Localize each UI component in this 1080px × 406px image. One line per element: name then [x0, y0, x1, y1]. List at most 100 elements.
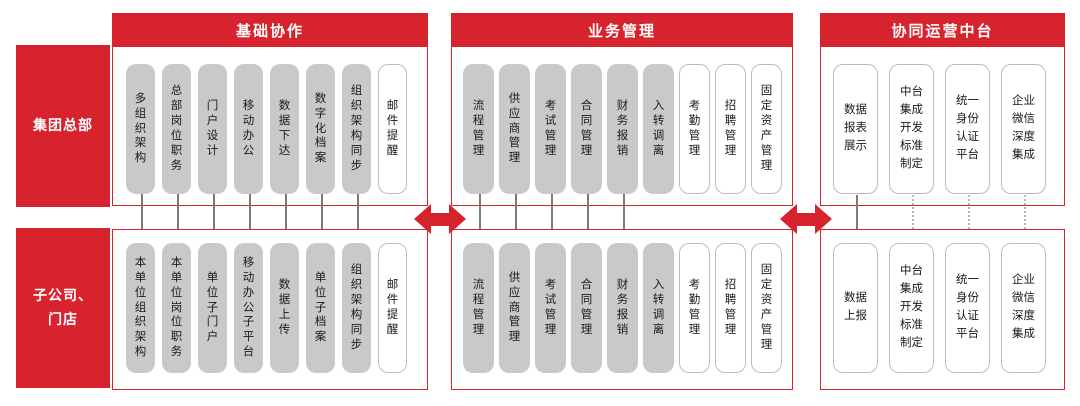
- capability-pill: 财 务 报 销: [607, 243, 638, 373]
- arrow-left-head: [414, 204, 431, 234]
- pill-row: 数据 上报中台 集成 开发 标准 制定统一 身份 认证 平台企业 微信 深度 集…: [821, 230, 1046, 373]
- capability-pill-label: 供 应 商 管 理: [508, 271, 521, 344]
- capability-pill: 门 户 设 计: [198, 64, 227, 244]
- pill-row: 数据 报表 展示 中台 集成 开发 标准 制定 统一 身份 认证 平台 企业 微信 深…: [821, 47, 1064, 245]
- capability-pill: 邮 件 提 醒: [378, 64, 407, 194]
- capability-pill-label: 本 单 位 组 织 架 构: [134, 256, 147, 359]
- capability-pill-label: 招 聘 管 理: [724, 100, 737, 157]
- capability-pill: 数据 上报: [833, 243, 878, 373]
- section-title-business-management: 业务管理: [452, 14, 792, 47]
- capability-pill: 本 单 位 岗 位 职 务: [162, 243, 191, 373]
- section-basic-collaboration-bottom: 本 单 位 组 织 架 构本 单 位 岗 位 职 务单 位 子 门 户移 动 办…: [112, 229, 428, 390]
- arrow-right-head: [449, 204, 466, 234]
- capability-pill-label: 合 同 管 理: [580, 100, 593, 157]
- capability-pill-label: 入 转 调 离: [652, 100, 665, 157]
- connector-line: [176, 194, 179, 244]
- capability-pill: 邮 件 提 醒: [378, 243, 407, 373]
- capability-pill: 数 据 下 达: [270, 64, 299, 244]
- capability-pill-label: 邮 件 提 醒: [386, 279, 399, 336]
- pill-row: 多 组 织 架 构 总 部 岗 位 职 务 门 户 设 计 移 动 办 公 数 据 下 …: [113, 47, 427, 244]
- connector-line: [855, 195, 858, 245]
- capability-pill: 企业 微信 深度 集成: [1001, 64, 1046, 245]
- capability-pill-label: 数据 报表 展示: [844, 104, 867, 152]
- capability-pill: 流 程 管 理: [463, 243, 494, 373]
- capability-pill-label: 统一 身份 认证 平台: [956, 274, 979, 340]
- section-title-collaborative-ops-platform: 协同运营中台: [821, 14, 1064, 47]
- arrow-right-head: [815, 204, 832, 234]
- connector-line: [622, 194, 625, 244]
- capability-pill: 组 织 架 构 同 步: [342, 64, 371, 244]
- arrow-shaft: [431, 212, 449, 226]
- capability-pill-label: 移 动 办 公 子 平 台: [242, 256, 255, 359]
- capability-pill-label: 移 动 办 公: [242, 100, 255, 157]
- capability-pill-label: 本 单 位 岗 位 职 务: [170, 256, 183, 359]
- capability-pill: 入 转 调 离: [643, 64, 674, 194]
- capability-pill-label: 组 织 架 构 同 步: [350, 85, 363, 172]
- connector-line: [967, 195, 970, 245]
- pill-row: 本 单 位 组 织 架 构本 单 位 岗 位 职 务单 位 子 门 户移 动 办…: [113, 230, 407, 373]
- capability-pill: 入 转 调 离: [643, 243, 674, 373]
- connector-line: [478, 194, 481, 244]
- capability-pill: 数 字 化 档 案: [306, 64, 335, 244]
- capability-pill-label: 单 位 子 门 户: [206, 271, 219, 344]
- section-collaborative-ops-platform-top: 协同运营中台 数据 报表 展示 中台 集成 开发 标准 制定 统一 身份 认证 平台…: [820, 13, 1065, 245]
- capability-pill-label: 固 定 资 产 管 理: [760, 85, 773, 172]
- capability-pill: 单 位 子 档 案: [306, 243, 335, 373]
- connector-line: [586, 194, 589, 244]
- pill-row: 流 程 管 理供 应 商 管 理考 试 管 理合 同 管 理财 务 报 销入 转…: [452, 47, 792, 244]
- capability-pill: 考 试 管 理: [535, 243, 566, 373]
- capability-pill-label: 中台 集成 开发 标准 制定: [900, 265, 923, 349]
- capability-pill: 移 动 办 公 子 平 台: [234, 243, 263, 373]
- capability-pill: 数 据 上 传: [270, 243, 299, 373]
- connector-line: [284, 194, 287, 244]
- capability-pill: 固 定 资 产 管 理: [751, 243, 782, 373]
- capability-pill-label: 数据 上报: [844, 292, 867, 322]
- capability-pill: 本 单 位 组 织 架 构: [126, 243, 155, 373]
- capability-pill: 统一 身份 认证 平台: [945, 243, 990, 373]
- capability-pill: 单 位 子 门 户: [198, 243, 227, 373]
- capability-pill: 多 组 织 架 构: [126, 64, 155, 244]
- capability-pill: 固 定 资 产 管 理: [751, 64, 782, 194]
- capability-pill-label: 考 勤 管 理: [688, 100, 701, 157]
- capability-pill-label: 考 试 管 理: [544, 100, 557, 157]
- row-label-subsidiaries-stores: 子公司、 门店: [16, 228, 110, 388]
- section-basic-collaboration-top: 基础协作 多 组 织 架 构 总 部 岗 位 职 务 门 户 设 计 移 动 办 公 数…: [112, 13, 428, 244]
- capability-pill: 供 应 商 管 理: [499, 64, 530, 244]
- capability-pill: 考 勤 管 理: [679, 64, 710, 194]
- capability-pill: 中台 集成 开发 标准 制定: [889, 64, 934, 245]
- connector-line: [1023, 195, 1026, 245]
- connector-line: [140, 194, 143, 244]
- capability-pill: 考 勤 管 理: [679, 243, 710, 373]
- arrow-shaft: [797, 212, 815, 226]
- capability-pill: 招 聘 管 理: [715, 243, 746, 373]
- capability-pill: 总 部 岗 位 职 务: [162, 64, 191, 244]
- capability-pill: 合 同 管 理: [571, 243, 602, 373]
- capability-pill: 移 动 办 公: [234, 64, 263, 244]
- connector-line: [356, 194, 359, 244]
- capability-pill: 组 织 架 构 同 步: [342, 243, 371, 373]
- capability-pill-label: 门 户 设 计: [206, 100, 219, 157]
- capability-pill-label: 考 试 管 理: [544, 279, 557, 336]
- capability-pill-label: 邮 件 提 醒: [386, 100, 399, 157]
- section-business-management-top: 业务管理 流 程 管 理供 应 商 管 理考 试 管 理合 同 管 理财 务 报…: [451, 13, 793, 244]
- connector-line: [911, 195, 914, 245]
- capability-pill-label: 固 定 资 产 管 理: [760, 264, 773, 351]
- capability-pill-label: 组 织 架 构 同 步: [350, 264, 363, 351]
- connector-line: [248, 194, 251, 244]
- capability-pill-label: 总 部 岗 位 职 务: [170, 85, 183, 172]
- bidirectional-arrow-icon: [414, 204, 466, 234]
- capability-pill-label: 企业 微信 深度 集成: [1012, 95, 1035, 161]
- connector-line: [550, 194, 553, 244]
- capability-pill: 供 应 商 管 理: [499, 243, 530, 373]
- connector-line: [212, 194, 215, 244]
- capability-pill-label: 数 据 上 传: [278, 279, 291, 336]
- capability-pill-label: 统一 身份 认证 平台: [956, 95, 979, 161]
- arrow-left-head: [780, 204, 797, 234]
- capability-pill-label: 入 转 调 离: [652, 279, 665, 336]
- capability-pill-label: 中台 集成 开发 标准 制定: [900, 86, 923, 170]
- bidirectional-arrow-icon: [780, 204, 832, 234]
- capability-pill: 合 同 管 理: [571, 64, 602, 244]
- section-title-basic-collaboration: 基础协作: [113, 14, 427, 47]
- capability-pill: 财 务 报 销: [607, 64, 638, 244]
- capability-pill-label: 数 据 下 达: [278, 100, 291, 157]
